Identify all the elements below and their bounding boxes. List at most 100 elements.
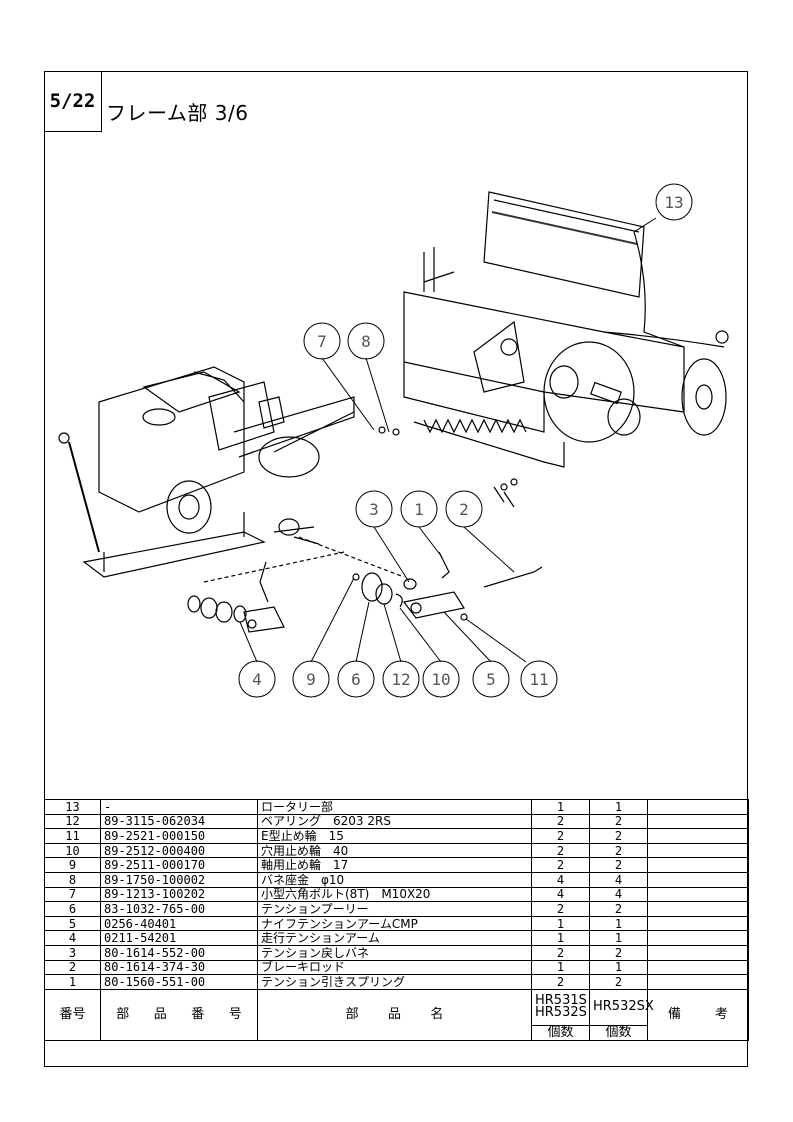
item-number: 6 bbox=[44, 901, 101, 917]
header-qty-b: 個数 bbox=[589, 1024, 648, 1041]
table-header-qty-row: 個数 個数 bbox=[45, 1024, 749, 1041]
part-number: 80-1560-551-00 bbox=[100, 974, 258, 990]
item-number: 4 bbox=[44, 930, 101, 946]
remarks bbox=[647, 944, 749, 961]
part-name: 穴用止め輪 40 bbox=[257, 842, 532, 859]
part-name: ブレーキロッド bbox=[257, 959, 532, 976]
header-part-number: 部品番号 bbox=[100, 988, 258, 1041]
table-row: 6 83-1032-765-00 テンションプーリー 2 2 bbox=[44, 901, 749, 917]
qty-hr532sx: 2 bbox=[589, 974, 648, 990]
part-number: 89-3115-062034 bbox=[100, 813, 258, 830]
table-row: 12 89-3115-062034 ベアリング 6203 2RS 2 2 bbox=[44, 813, 749, 830]
part-number: 89-1213-100202 bbox=[100, 886, 258, 903]
remarks bbox=[647, 901, 749, 917]
remarks bbox=[647, 813, 749, 830]
table-row: 5 0256-40401 ナイフテンションアームCMP 1 1 bbox=[44, 915, 749, 932]
qty-hr532sx: 4 bbox=[589, 886, 648, 903]
qty-hr532sx: 2 bbox=[589, 901, 648, 917]
callout-2: 2 bbox=[459, 500, 469, 519]
part-name: テンションプーリー bbox=[257, 901, 532, 917]
parts-table: 13 - ロータリー部 1 1 12 89-3115-062034 ベアリング … bbox=[44, 799, 749, 1041]
engine-drawing bbox=[58, 366, 355, 578]
part-number: 80-1614-552-00 bbox=[100, 944, 258, 961]
qty-hr532sx: 1 bbox=[589, 930, 648, 946]
table-row: 2 80-1614-374-30 ブレーキロッド 1 1 bbox=[44, 959, 749, 976]
table-row: 9 89-2511-000170 軸用止め輪 17 2 2 bbox=[44, 857, 749, 873]
remarks bbox=[647, 886, 749, 903]
callout-5: 5 bbox=[486, 670, 496, 689]
callout-10: 10 bbox=[431, 670, 450, 689]
part-number: 89-2512-000400 bbox=[100, 842, 258, 859]
item-number: 9 bbox=[44, 857, 101, 873]
rotary-unit-drawing bbox=[403, 191, 729, 468]
part-name: 小型六角ボルト(8T) M10X20 bbox=[257, 886, 532, 903]
part-name: ナイフテンションアームCMP bbox=[257, 915, 532, 932]
callout-11: 11 bbox=[529, 670, 548, 689]
header-part-name: 部品名 bbox=[257, 988, 532, 1041]
item-number: 5 bbox=[44, 915, 101, 932]
header-remarks: 備考 bbox=[647, 988, 749, 1041]
qty-hr531s: 2 bbox=[531, 944, 590, 961]
header-model-hr532sx: HR532SX bbox=[589, 988, 654, 1026]
qty-hr532sx: 1 bbox=[589, 799, 648, 815]
qty-hr531s: 1 bbox=[531, 799, 590, 815]
item-number: 12 bbox=[44, 813, 101, 830]
remarks bbox=[647, 842, 749, 859]
part-number: 0256-40401 bbox=[100, 915, 258, 932]
part-name: テンション引きスプリング bbox=[257, 974, 532, 990]
qty-hr532sx: 2 bbox=[589, 944, 648, 961]
exploded-diagram: 13 7 8 3 1 2 4 9 6 12 10 5 11 bbox=[58, 183, 729, 698]
part-number: 0211-54201 bbox=[100, 930, 258, 946]
table-row: 10 89-2512-000400 穴用止め輪 40 2 2 bbox=[44, 842, 749, 859]
page-frame bbox=[44, 71, 748, 1067]
part-number: 89-1750-100002 bbox=[100, 871, 258, 888]
header-item-number: 番号 bbox=[44, 988, 101, 1041]
remarks bbox=[647, 959, 749, 976]
item-number: 2 bbox=[44, 959, 101, 976]
qty-hr531s: 2 bbox=[531, 842, 590, 859]
part-name: E型止め輪 15 bbox=[257, 828, 532, 844]
part-number: 89-2511-000170 bbox=[100, 857, 258, 873]
qty-hr532sx: 2 bbox=[589, 813, 648, 830]
callout-3: 3 bbox=[369, 500, 379, 519]
remarks bbox=[647, 974, 749, 990]
header-qty-a: 個数 bbox=[531, 1024, 590, 1041]
qty-hr531s: 1 bbox=[531, 930, 590, 946]
part-name: 走行テンションアーム bbox=[257, 930, 532, 946]
page-title: フレーム部 3/6 bbox=[106, 101, 249, 125]
remarks bbox=[647, 871, 749, 888]
part-name: 軸用止め輪 17 bbox=[257, 857, 532, 873]
part-number: 89-2521-000150 bbox=[100, 828, 258, 844]
callout-8: 8 bbox=[361, 332, 371, 351]
qty-hr531s: 1 bbox=[531, 915, 590, 932]
table-row: 11 89-2521-000150 E型止め輪 15 2 2 bbox=[44, 828, 749, 844]
qty-hr531s: 2 bbox=[531, 828, 590, 844]
leader-lines bbox=[239, 217, 657, 663]
remarks bbox=[647, 828, 749, 844]
callout-9: 9 bbox=[306, 670, 316, 689]
item-number: 8 bbox=[44, 871, 101, 888]
table-row: 7 89-1213-100202 小型六角ボルト(8T) M10X20 4 4 bbox=[44, 886, 749, 903]
part-name: ベアリング 6203 2RS bbox=[257, 813, 532, 830]
qty-hr531s: 2 bbox=[531, 901, 590, 917]
item-number: 11 bbox=[44, 828, 101, 844]
callout-12: 12 bbox=[391, 670, 410, 689]
callout-4: 4 bbox=[252, 670, 262, 689]
callout-circles bbox=[238, 183, 693, 698]
table-row: 8 89-1750-100002 バネ座金 φ10 4 4 bbox=[44, 871, 749, 888]
item-number: 3 bbox=[44, 944, 101, 961]
qty-hr531s: 4 bbox=[531, 871, 590, 888]
qty-hr531s: 4 bbox=[531, 886, 590, 903]
part-number: 80-1614-374-30 bbox=[100, 959, 258, 976]
callout-1: 1 bbox=[414, 500, 424, 519]
table-row: 4 0211-54201 走行テンションアーム 1 1 bbox=[44, 930, 749, 946]
qty-hr531s: 1 bbox=[531, 959, 590, 976]
qty-hr531s: 2 bbox=[531, 974, 590, 990]
callout-7: 7 bbox=[317, 332, 327, 351]
part-number: - bbox=[100, 799, 258, 815]
qty-hr532sx: 1 bbox=[589, 915, 648, 932]
item-number: 1 bbox=[44, 974, 101, 990]
small-parts-drawing bbox=[187, 426, 543, 633]
qty-hr532sx: 2 bbox=[589, 828, 648, 844]
